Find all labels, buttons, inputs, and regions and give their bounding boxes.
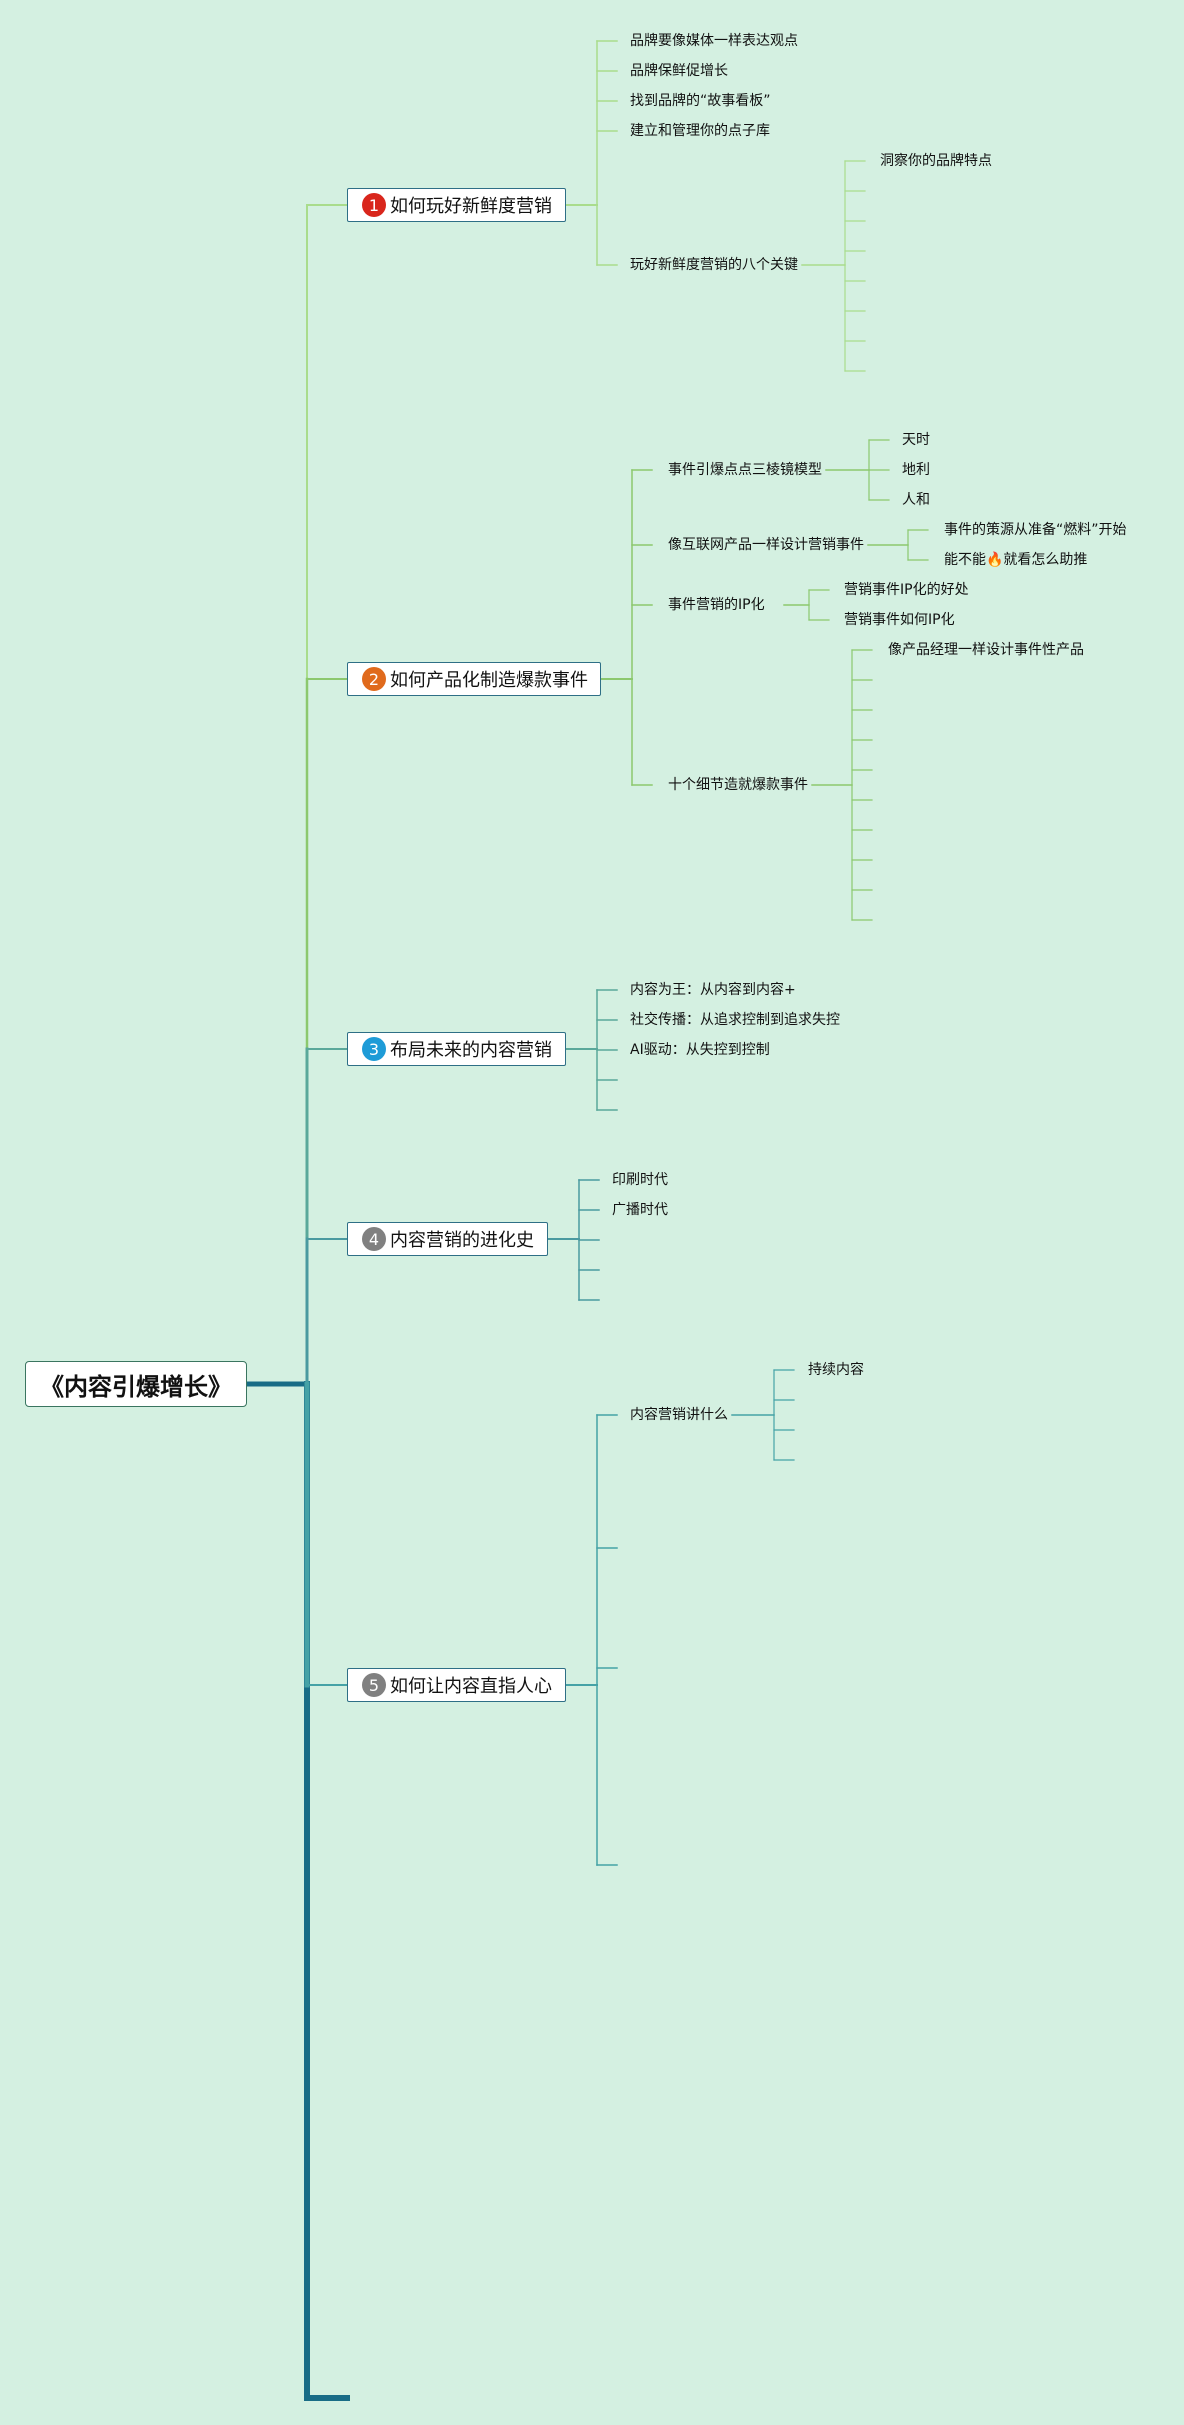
number-badge-icon: 3 — [362, 1037, 386, 1061]
number-badge-icon: 5 — [362, 1673, 386, 1697]
child-label[interactable]: 品牌保鲜促增长 — [630, 63, 728, 79]
child-label[interactable]: AI驱动：从失控到控制 — [630, 1042, 770, 1058]
sub-label[interactable]: 人和 — [902, 492, 930, 508]
number-badge-icon: 4 — [362, 1227, 386, 1251]
branch-title: 如何产品化制造爆款事件 — [390, 670, 588, 691]
child-label[interactable]: 社交传播：从追求控制到追求失控 — [630, 1012, 840, 1028]
number-badge-icon: 1 — [362, 193, 386, 217]
sub-label[interactable]: 营销事件IP化的好处 — [844, 582, 969, 598]
child-label[interactable]: 品牌要像媒体一样表达观点 — [630, 33, 798, 49]
child-label[interactable]: 十个细节造就爆款事件 — [668, 777, 808, 793]
child-label[interactable]: 广播时代 — [612, 1202, 668, 1218]
child-label[interactable]: 像互联网产品一样设计营销事件 — [668, 537, 864, 553]
child-label[interactable]: 玩好新鲜度营销的八个关键 — [630, 257, 798, 273]
child-label[interactable]: 事件引爆点点三棱镜模型 — [668, 462, 822, 478]
child-label[interactable]: 找到品牌的“故事看板” — [630, 93, 771, 109]
branch-title: 如何玩好新鲜度营销 — [390, 196, 552, 217]
sub-label[interactable]: 像产品经理一样设计事件性产品 — [888, 642, 1084, 658]
child-label[interactable]: 内容为王：从内容到内容+ — [630, 982, 796, 998]
sub-label[interactable]: 事件的策源从准备“燃料”开始 — [944, 522, 1127, 538]
child-label[interactable]: 建立和管理你的点子库 — [630, 123, 770, 139]
branch-title: 布局未来的内容营销 — [390, 1040, 552, 1061]
child-label[interactable]: 印刷时代 — [612, 1172, 668, 1188]
root-node[interactable]: 《内容引爆增长》 — [25, 1361, 247, 1407]
child-label[interactable]: 内容营销讲什么 — [630, 1407, 728, 1423]
sub-label[interactable]: 持续内容 — [808, 1362, 864, 1378]
child-label[interactable]: 事件营销的IP化 — [668, 597, 765, 613]
sub-label[interactable]: 营销事件如何IP化 — [844, 612, 955, 628]
trunk-tail — [304, 1381, 350, 2401]
number-badge-icon: 2 — [362, 667, 386, 691]
sub-label[interactable]: 地利 — [902, 462, 930, 478]
branch-title: 如何让内容直指人心 — [390, 1676, 552, 1697]
sub-label[interactable]: 天时 — [902, 432, 930, 448]
sub-label[interactable]: 洞察你的品牌特点 — [880, 153, 992, 169]
branch-title: 内容营销的进化史 — [390, 1230, 534, 1251]
sub-label[interactable]: 能不能🔥就看怎么助推 — [944, 552, 1088, 568]
root-title: 《内容引爆增长》 — [40, 1372, 232, 1401]
